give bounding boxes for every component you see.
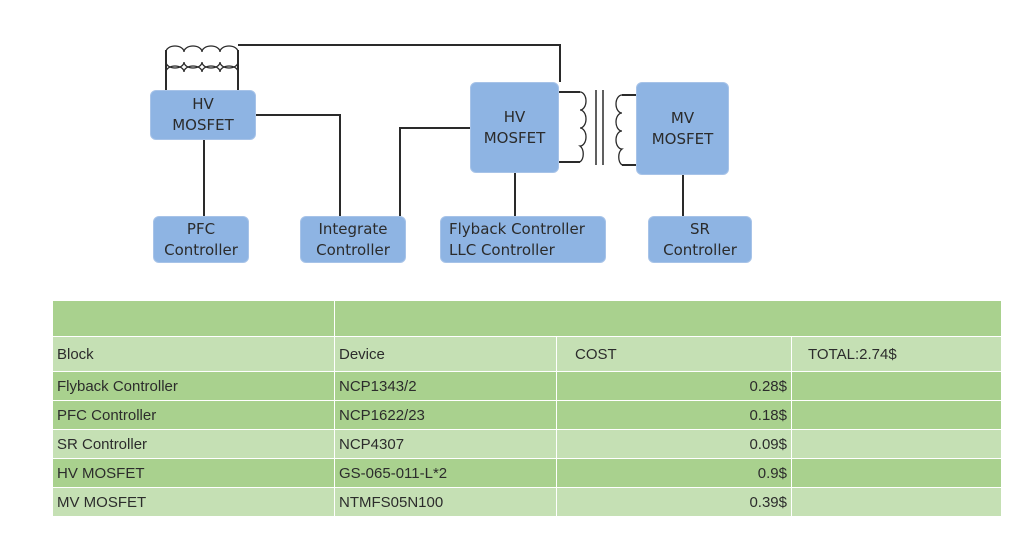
block-line: MOSFET xyxy=(651,129,714,148)
block-line: MV xyxy=(670,108,695,127)
hv-mosfet-left-block: HV MOSFET xyxy=(150,90,256,140)
header-cost: COST xyxy=(556,336,792,372)
block-line: Flyback Controller xyxy=(449,219,585,238)
header-total: TOTAL:2.74$ xyxy=(791,336,1002,372)
block-line: MOSFET xyxy=(172,116,234,134)
cell-cost: 0.39$ xyxy=(556,487,792,517)
wire-integrate-to-hv xyxy=(399,127,470,216)
cell-cost: 0.28$ xyxy=(556,371,792,401)
cell-device: NTMFS05N100 xyxy=(334,487,557,517)
cell-block: PFC Controller xyxy=(52,400,335,430)
cell-device: NCP4307 xyxy=(334,429,557,459)
table-row: HV MOSFET GS-065-011-L*2 0.9$ xyxy=(52,458,1002,488)
sr-controller-block: SR Controller xyxy=(648,216,752,263)
input-transformer-icon xyxy=(165,45,239,90)
hv-mosfet-center-block: HV MOSFET xyxy=(470,82,559,173)
wire-hv-to-integrate xyxy=(256,114,341,216)
cell-block: MV MOSFET xyxy=(52,487,335,517)
cost-table: Block Device COST TOTAL:2.74$ Flyback Co… xyxy=(52,300,1002,517)
table-row: SR Controller NCP4307 0.09$ xyxy=(52,429,1002,459)
cell-block: Flyback Controller xyxy=(52,371,335,401)
block-diagram xyxy=(165,44,684,216)
block-line: HV xyxy=(192,95,214,113)
cell-cost: 0.09$ xyxy=(556,429,792,459)
cell-cost: 0.18$ xyxy=(556,400,792,430)
table-row: PFC Controller NCP1622/23 0.18$ xyxy=(52,400,1002,430)
table-top-band xyxy=(52,300,1002,337)
block-line: Controller xyxy=(164,240,238,259)
block-line: Integrate xyxy=(318,219,388,238)
cell-block: SR Controller xyxy=(52,429,335,459)
cell-device: NCP1343/2 xyxy=(334,371,557,401)
block-line: HV xyxy=(503,107,526,126)
header-device: Device xyxy=(334,336,557,372)
wire-transformer-to-hv xyxy=(238,44,561,82)
cell-device: GS-065-011-L*2 xyxy=(334,458,557,488)
isolation-transformer-icon xyxy=(559,90,636,166)
table-header-row: Block Device COST TOTAL:2.74$ xyxy=(52,336,1002,372)
block-line: MOSFET xyxy=(483,128,546,147)
block-line: LLC Controller xyxy=(449,240,555,259)
cell-block: HV MOSFET xyxy=(52,458,335,488)
pfc-controller-block: PFC Controller xyxy=(153,216,249,263)
block-line: Controller xyxy=(316,240,390,259)
cell-device: NCP1622/23 xyxy=(334,400,557,430)
table-row: MV MOSFET NTMFS05N100 0.39$ xyxy=(52,487,1002,517)
header-block: Block xyxy=(52,336,335,372)
block-line: Controller xyxy=(663,240,737,259)
block-line: SR xyxy=(690,219,710,238)
block-line: PFC xyxy=(186,219,216,238)
mv-mosfet-block: MV MOSFET xyxy=(636,82,729,175)
cell-cost: 0.9$ xyxy=(556,458,792,488)
table-row: Flyback Controller NCP1343/2 0.28$ xyxy=(52,371,1002,401)
